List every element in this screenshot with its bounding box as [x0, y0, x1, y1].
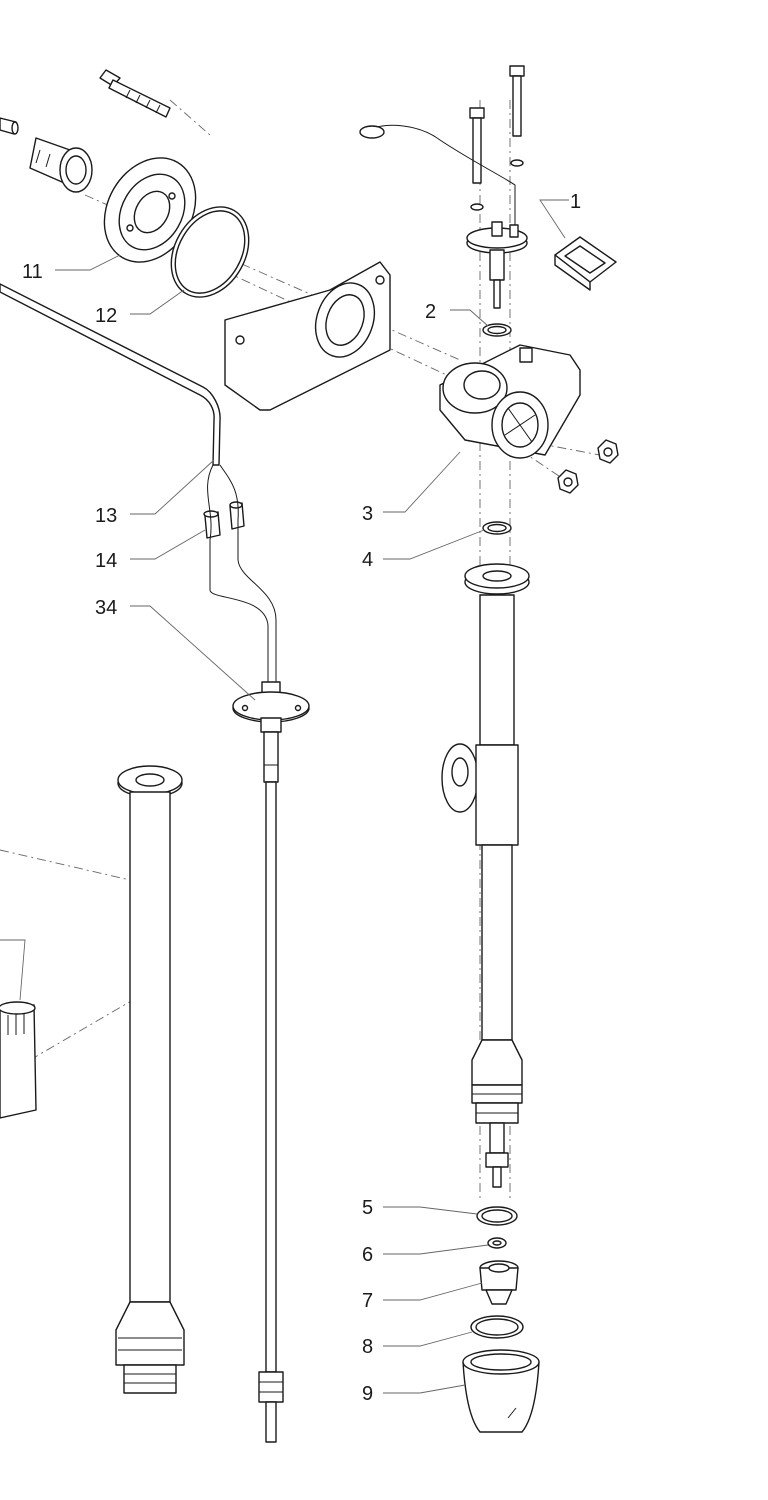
nozzle-cap-9-part	[462, 1349, 540, 1433]
large-o-ring-part	[170, 206, 250, 298]
leader-34	[130, 605, 256, 701]
callout-2: 2	[425, 301, 436, 323]
o-ring-8-part	[470, 1315, 524, 1339]
leader-5	[383, 1206, 478, 1215]
mounting-bracket-part	[224, 261, 391, 411]
leader-4	[383, 529, 485, 560]
leader-14	[130, 529, 206, 560]
nozzle-insert-7-part	[479, 1260, 519, 1305]
leader-11	[55, 254, 121, 271]
o-ring-5-part	[476, 1206, 518, 1226]
small-ring-4-part	[482, 521, 512, 535]
callout-labels: 1 2 3 4 5 6 7 8 9 11 12 13 14 34	[22, 191, 581, 1405]
connector-fitting-part	[0, 117, 93, 193]
bent-tube-part	[0, 283, 221, 466]
cylinder-sleeve-part	[0, 1001, 37, 1119]
long-bolt-part	[99, 69, 171, 118]
small-ring-2-part	[482, 323, 512, 337]
leader-12	[130, 289, 185, 315]
callout-9: 9	[362, 1383, 373, 1405]
callout-3: 3	[362, 503, 373, 525]
leader-3	[383, 451, 461, 513]
hex-nut-lower-part	[557, 469, 579, 494]
top-screws-part	[469, 65, 525, 211]
callout-8: 8	[362, 1336, 373, 1358]
callout-34: 34	[95, 597, 117, 619]
washer-6-part	[487, 1237, 507, 1249]
callout-11: 11	[22, 261, 43, 283]
vertical-sleeve-tube-part	[115, 765, 185, 1394]
sleeve-pair-part	[203, 501, 245, 539]
leader-2	[450, 309, 489, 327]
leader-lines	[0, 199, 569, 1394]
leader-1	[539, 199, 569, 239]
valve-body-part	[439, 344, 581, 459]
probe-flange-part	[232, 681, 310, 1443]
wire-lead-part	[359, 124, 516, 230]
leader-9	[383, 1384, 466, 1394]
callout-7: 7	[362, 1290, 373, 1312]
main-column-tube-part	[441, 563, 530, 1188]
bracket-clip-part	[554, 236, 617, 291]
head-collar-part	[466, 221, 528, 309]
callout-4: 4	[362, 549, 373, 571]
callout-13: 13	[95, 505, 117, 527]
leader-8	[383, 1331, 473, 1347]
callout-6: 6	[362, 1244, 373, 1266]
callout-1: 1	[570, 191, 581, 213]
hex-nut-upper-part	[597, 439, 619, 464]
leader-6	[383, 1244, 489, 1255]
callout-12: 12	[95, 305, 117, 327]
callout-14: 14	[95, 550, 117, 572]
leader-7	[383, 1282, 483, 1301]
callout-5: 5	[362, 1197, 373, 1219]
flex-hose-part	[207, 464, 277, 685]
leader-edge-upper	[0, 939, 26, 1001]
leader-13	[130, 459, 215, 515]
